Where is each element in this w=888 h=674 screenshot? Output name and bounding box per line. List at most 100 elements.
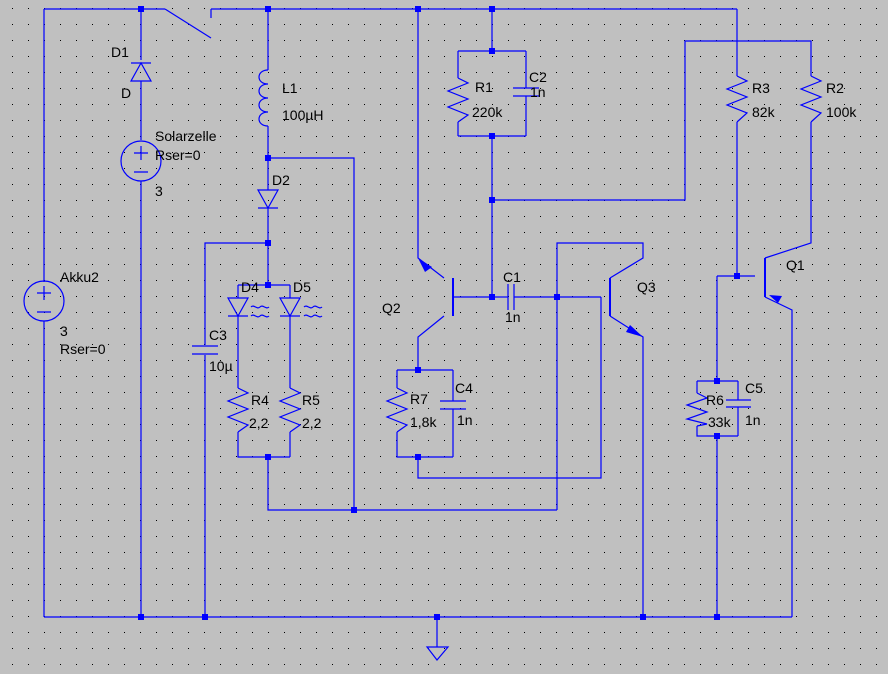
junction <box>489 294 495 300</box>
junction <box>415 367 421 373</box>
q1-transistor: Q1 <box>764 257 805 303</box>
c3-capacitor: C3 10µ <box>192 327 233 374</box>
junction-dots <box>138 6 740 620</box>
c2-value: 1n <box>530 84 546 100</box>
pnp-transistor-icon <box>764 258 782 303</box>
q1-name: Q1 <box>786 257 805 273</box>
c2-capacitor: C2 1n <box>513 69 547 100</box>
c5-name: C5 <box>745 380 763 396</box>
capacitor-icon <box>513 87 539 97</box>
junction <box>265 155 271 161</box>
wire-network <box>43 8 812 647</box>
switch <box>164 8 212 39</box>
r7-resistor: R7 1,8k <box>385 387 437 433</box>
akku2-value: 3 <box>60 323 68 339</box>
junction <box>351 507 357 513</box>
junction <box>415 6 421 12</box>
junction <box>489 48 495 54</box>
c3-value: 10µ <box>209 358 233 374</box>
d1-name: D1 <box>111 44 129 60</box>
led-icon <box>226 297 270 318</box>
d1-value: D <box>121 85 131 101</box>
junction <box>265 6 271 12</box>
resistor-icon <box>278 387 302 433</box>
junction <box>489 6 495 12</box>
diode-icon <box>129 61 153 82</box>
junction <box>265 454 271 460</box>
akku2-param: Rser=0 <box>60 341 106 357</box>
r6-name: R6 <box>706 392 724 408</box>
junction <box>415 454 421 460</box>
c4-capacitor: C4 1n <box>440 380 473 428</box>
led-icon <box>278 297 323 318</box>
d5-led: D5 <box>278 279 323 318</box>
c4-value: 1n <box>457 412 473 428</box>
d1-diode: D1 D <box>111 44 153 101</box>
r1-value: 220k <box>472 104 503 120</box>
r2-name: R2 <box>826 80 844 96</box>
r4-resistor: R4 2,2 <box>226 387 269 433</box>
c5-value: 1n <box>745 412 761 428</box>
r6-resistor: R6 33k <box>684 392 732 430</box>
solarzelle-name: Solarzelle <box>155 128 217 144</box>
akku2-name: Akku2 <box>60 269 99 285</box>
resistor-icon <box>684 392 709 427</box>
r6-value: 33k <box>708 414 732 430</box>
diode-icon <box>256 189 280 210</box>
junction <box>265 282 271 288</box>
d5-name: D5 <box>293 279 311 295</box>
r7-value: 1,8k <box>410 414 437 430</box>
r7-name: R7 <box>410 391 428 407</box>
q2-transistor: Q2 <box>382 258 454 316</box>
r5-value: 2,2 <box>302 415 322 431</box>
c1-capacitor: C1 1n <box>503 269 521 325</box>
c1-name: C1 <box>503 269 521 285</box>
capacitor-icon <box>507 284 515 310</box>
d4-led: D4 <box>226 279 270 318</box>
junction <box>714 378 720 384</box>
r3-value: 82k <box>752 104 776 120</box>
c4-name: C4 <box>455 380 473 396</box>
akku2-source: Akku2 3 Rser=0 <box>23 269 106 357</box>
capacitor-icon <box>192 345 218 355</box>
c3-name: C3 <box>209 327 227 343</box>
junction <box>434 614 440 620</box>
inductor-icon <box>258 69 269 127</box>
junction <box>138 6 144 12</box>
junction <box>202 614 208 620</box>
voltage-source-icon <box>23 280 65 322</box>
junction <box>138 614 144 620</box>
l1-name: L1 <box>282 80 298 96</box>
r4-name: R4 <box>251 392 269 408</box>
r3-resistor: R3 82k <box>725 75 776 123</box>
capacitor-icon <box>726 399 751 408</box>
r1-resistor: R1 220k <box>446 77 503 123</box>
junction <box>489 133 495 139</box>
r3-name: R3 <box>752 80 770 96</box>
l1-inductor: L1 100µH <box>258 69 324 127</box>
c1-value: 1n <box>505 309 521 325</box>
c5-capacitor: C5 1n <box>726 380 763 428</box>
r1-name: R1 <box>475 79 493 95</box>
junction <box>714 433 720 439</box>
r2-value: 100k <box>826 104 857 120</box>
d2-name: D2 <box>272 172 290 188</box>
capacitor-icon <box>440 400 466 410</box>
r5-name: R5 <box>302 392 320 408</box>
solarzelle-param: Rser=0 <box>155 147 201 163</box>
c2-name: C2 <box>529 69 547 85</box>
d2-diode: D2 <box>256 172 290 210</box>
l1-value: 100µH <box>282 107 324 123</box>
junction <box>640 614 646 620</box>
q2-name: Q2 <box>382 300 401 316</box>
junction <box>554 294 560 300</box>
solarzelle-source: Solarzelle Rser=0 3 <box>120 128 217 199</box>
junction <box>714 614 720 620</box>
r5-resistor: R5 2,2 <box>278 387 322 433</box>
voltage-source-icon <box>120 140 162 182</box>
r4-value: 2,2 <box>249 415 269 431</box>
resistor-icon <box>226 387 250 433</box>
resistor-icon <box>385 387 409 433</box>
